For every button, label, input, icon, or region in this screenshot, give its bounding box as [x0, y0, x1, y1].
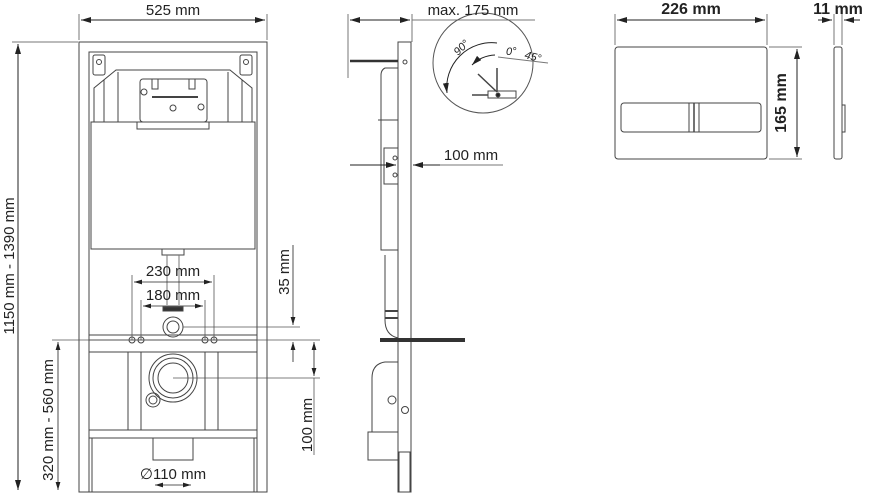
front-view [12, 14, 268, 493]
width-label: 525 mm [146, 2, 200, 19]
pipe-spacing-inner-label: 180 mm [146, 287, 200, 304]
angle-90-label: 90° [452, 37, 473, 58]
inlet-offset-label: 35 mm [276, 249, 293, 295]
plate-width-label: 226 mm [661, 1, 721, 18]
plate-height-label: 165 mm [773, 73, 790, 133]
drain-diameter-label: ∅110 mm [140, 466, 206, 483]
flush-plate-side [818, 14, 860, 160]
drain-height-label: 320 mm - 560 mm [40, 359, 57, 481]
front-dimensions [52, 245, 320, 490]
frame-depth-label: 100 mm [444, 147, 498, 164]
max-depth-label: max. 175 mm [428, 2, 519, 19]
plate-depth-label: 11 mm [813, 1, 863, 18]
drain-offset-label: 100 mm [299, 398, 316, 452]
angle-0-label: 0° [506, 46, 517, 58]
height-label: 1150 mm - 1390 mm [1, 197, 18, 334]
flush-plate-front [614, 14, 802, 160]
side-view [347, 12, 549, 493]
pipe-spacing-outer-label: 230 mm [146, 263, 200, 280]
angle-45-label: 45° [523, 49, 543, 65]
